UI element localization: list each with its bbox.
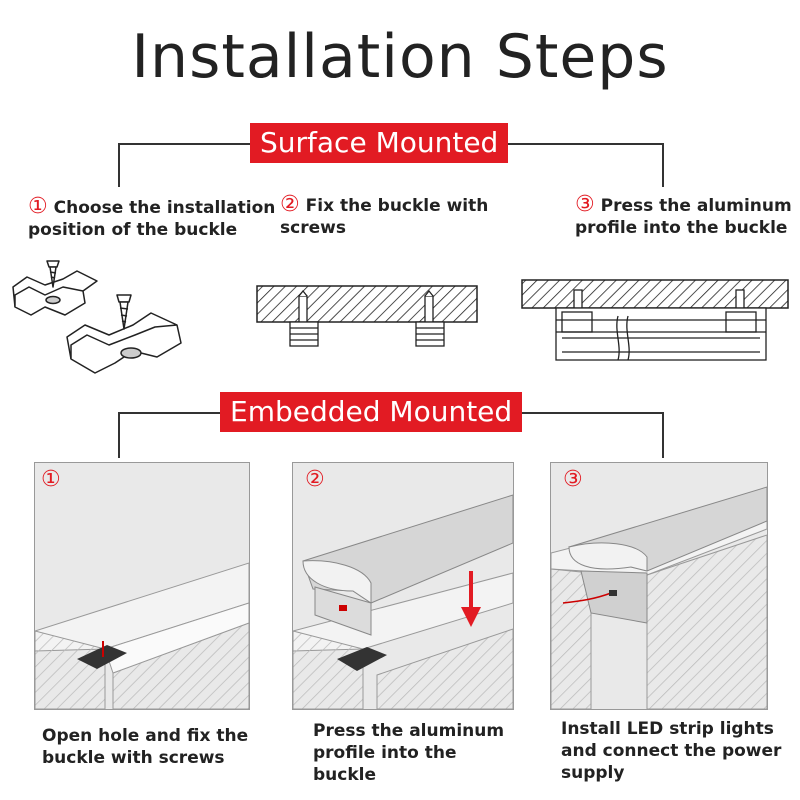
step-number: ③ xyxy=(575,192,595,217)
embedded-banner: Embedded Mounted xyxy=(220,392,523,432)
embedded-caption-1: Open hole and fix the buckle with screws xyxy=(42,726,249,768)
embedded-panel-3: ③ xyxy=(550,462,768,710)
embedded-caption-3: Install LED strip lights and connect the… xyxy=(561,719,782,783)
surface-step-1: ① Choose the installation position of th… xyxy=(28,196,278,241)
surface-step-3: ③ Press the aluminum profile into the bu… xyxy=(575,194,797,239)
surface-banner: Surface Mounted xyxy=(250,123,509,163)
press-profile-illustration xyxy=(293,494,513,709)
panel-number: ③ xyxy=(563,467,583,492)
panel-number: ② xyxy=(305,467,325,492)
step-text: Press the aluminum profile into the buck… xyxy=(575,196,792,238)
ceiling-buckle-illustration xyxy=(256,285,478,347)
embedded-caption-2: Press the aluminum profile into the buck… xyxy=(313,721,505,785)
surface-step-2: ② Fix the buckle with screws xyxy=(280,194,500,239)
step-text: Fix the buckle with screws xyxy=(280,196,489,238)
step-text: Choose the installation position of the … xyxy=(28,198,276,240)
step-number: ② xyxy=(280,192,300,217)
page-title: Installation Steps xyxy=(131,22,669,92)
profile-pressed-illustration xyxy=(521,279,789,361)
embedded-panel-1: ① xyxy=(34,462,250,710)
hole-buckle-illustration xyxy=(35,562,249,709)
embedded-panel-2: ② xyxy=(292,462,514,710)
led-install-illustration xyxy=(551,486,767,709)
buckle-illustration xyxy=(12,260,182,374)
step-number: ① xyxy=(28,194,48,219)
panel-number: ① xyxy=(41,467,61,492)
